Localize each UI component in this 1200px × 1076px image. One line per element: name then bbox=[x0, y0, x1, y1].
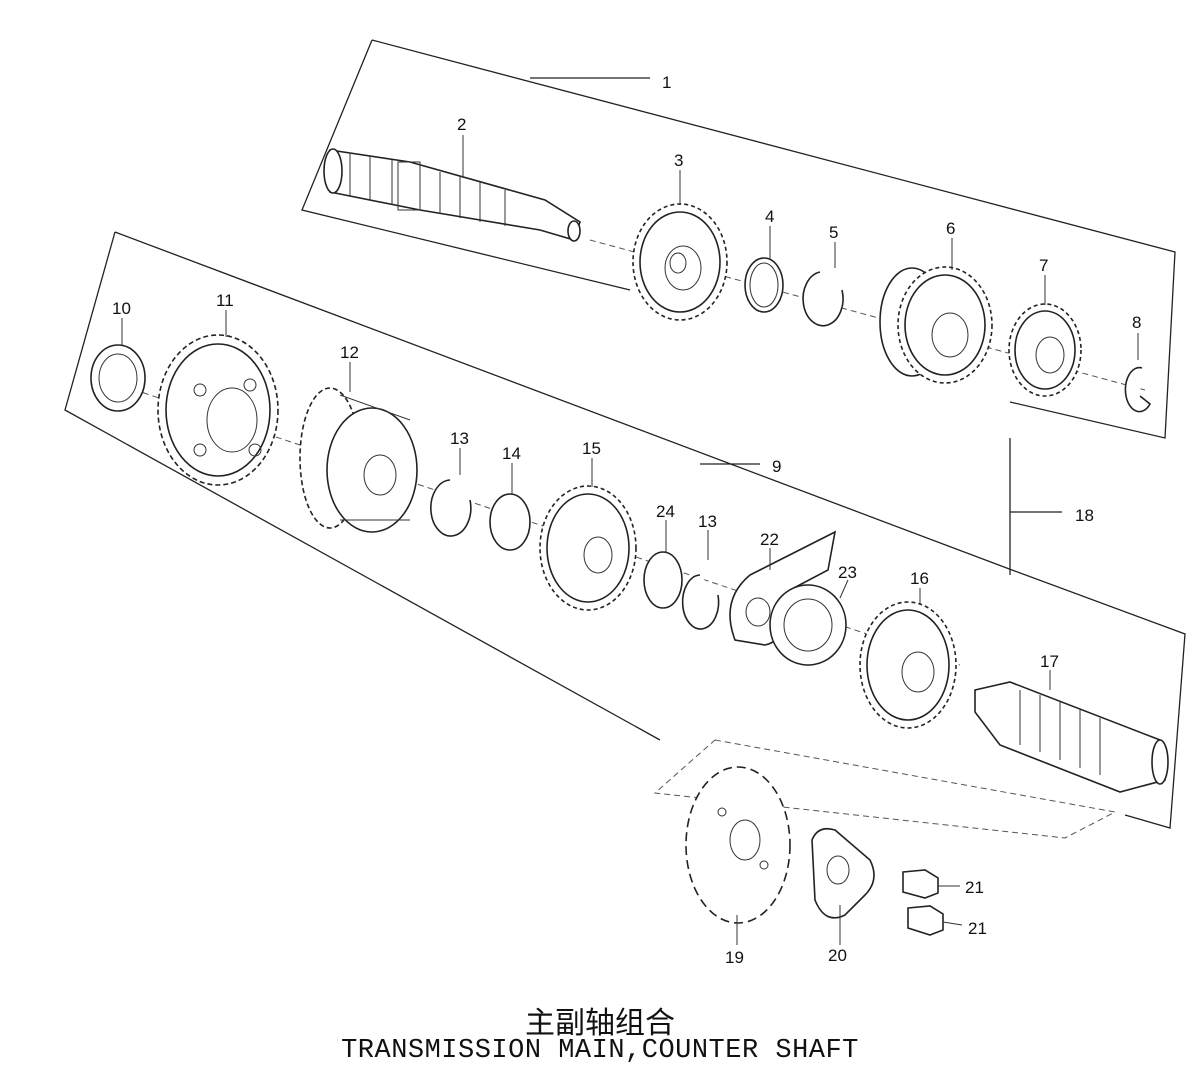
callout-2: 2 bbox=[457, 115, 466, 134]
callout-8: 8 bbox=[1132, 313, 1141, 332]
gear-part-16 bbox=[859, 601, 957, 729]
ring-part-24 bbox=[643, 551, 683, 609]
callout-5: 5 bbox=[829, 223, 838, 242]
callout-14: 14 bbox=[502, 444, 521, 463]
diagram-title-english: TRANSMISSION MAIN,COUNTER SHAFT bbox=[341, 1036, 859, 1066]
circlip-part-5 bbox=[802, 271, 844, 327]
ring-part-4 bbox=[744, 257, 784, 313]
gear-part-3 bbox=[632, 203, 728, 321]
callout-23: 23 bbox=[838, 563, 857, 582]
main-shaft-part-2 bbox=[323, 148, 581, 242]
callout-19: 19 bbox=[725, 948, 744, 967]
callout-18: 18 bbox=[1075, 506, 1094, 525]
callout-6: 6 bbox=[946, 219, 955, 238]
callout-12: 12 bbox=[340, 343, 359, 362]
callout-1: 1 bbox=[662, 73, 671, 92]
gear-part-15 bbox=[539, 485, 637, 611]
callout-17: 17 bbox=[1040, 652, 1059, 671]
callout-20: 20 bbox=[828, 946, 847, 965]
callout-22: 22 bbox=[760, 530, 779, 549]
plate-part-20 bbox=[811, 827, 875, 919]
bolt-part-21b bbox=[907, 905, 963, 936]
bolt-part-21a bbox=[902, 869, 960, 899]
callout-21a: 21 bbox=[965, 878, 984, 897]
callout-15: 15 bbox=[582, 439, 601, 458]
main-shaft-group-frame bbox=[301, 39, 1176, 439]
ring-part-14 bbox=[489, 493, 531, 551]
callout-13a: 13 bbox=[450, 429, 469, 448]
diagram-title-chinese: 主副轴组合 bbox=[525, 1006, 675, 1041]
bracket-18 bbox=[1009, 438, 1062, 575]
callout-3: 3 bbox=[674, 151, 683, 170]
sprocket-part-19 bbox=[685, 766, 791, 924]
callout-13b: 13 bbox=[698, 512, 717, 531]
washer-part-10 bbox=[90, 344, 146, 412]
callout-21b: 21 bbox=[968, 919, 987, 938]
circlip-part-8 bbox=[1124, 366, 1152, 413]
callout-11: 11 bbox=[216, 291, 234, 310]
counter-shaft-part-17 bbox=[974, 681, 1169, 793]
washer-part-23 bbox=[769, 584, 847, 666]
counter-shaft-group-frame bbox=[64, 231, 1186, 829]
gear-part-6 bbox=[879, 266, 993, 384]
exploded-parts-diagram: 1 2 3 4 5 6 7 8 9 10 11 12 13 14 15 24 1… bbox=[64, 39, 1186, 967]
callout-9: 9 bbox=[772, 457, 781, 476]
circlip-part-13a bbox=[430, 479, 472, 537]
gear-part-11 bbox=[157, 334, 279, 486]
callout-24: 24 bbox=[656, 502, 675, 521]
gear-part-7 bbox=[1008, 303, 1082, 397]
circlip-part-13b bbox=[681, 574, 720, 630]
callout-7: 7 bbox=[1039, 256, 1048, 275]
sprocket-zone-outline bbox=[653, 739, 1117, 839]
callout-16: 16 bbox=[910, 569, 929, 588]
gear-part-12 bbox=[299, 387, 418, 533]
callout-10: 10 bbox=[112, 299, 131, 318]
callout-4: 4 bbox=[765, 207, 774, 226]
